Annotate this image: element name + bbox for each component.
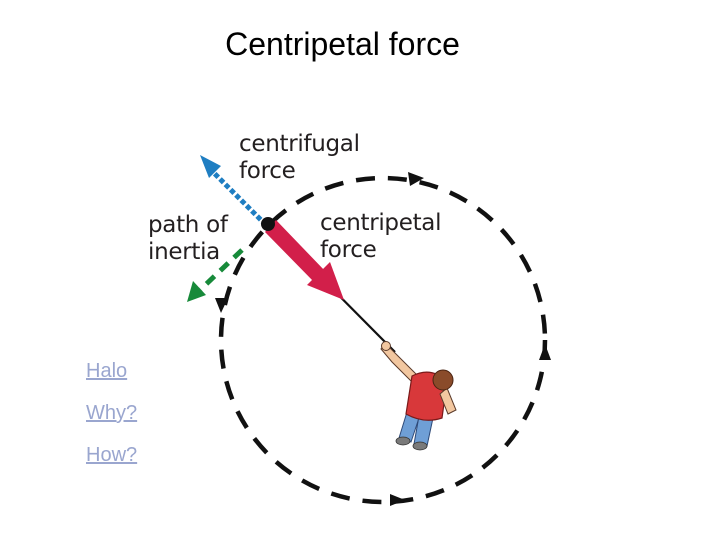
link-halo[interactable]: Halo	[86, 360, 128, 382]
page-title: Centripetal force	[225, 26, 460, 62]
centripetal-force-arrow	[265, 220, 344, 300]
path-direction-arrow-left	[215, 298, 228, 313]
inertia-label-line1: path of	[148, 212, 228, 238]
centripetal-force-label-line2: force	[320, 237, 377, 263]
link-how[interactable]: How?	[86, 444, 138, 466]
inertia-label-line2: inertia	[148, 239, 220, 265]
centrifugal-force-label-line2: force	[239, 158, 296, 184]
centrifugal-force-arrow	[200, 155, 268, 227]
centripetal-force-label-line1: centripetal	[320, 210, 442, 236]
ball	[261, 217, 275, 231]
inertia-arrow	[187, 248, 244, 302]
link-list: Halo Why? How?	[86, 360, 206, 486]
link-why[interactable]: Why?	[86, 402, 138, 424]
path-direction-arrow-right	[539, 344, 551, 360]
path-direction-arrow-bottom	[390, 494, 405, 506]
centrifugal-force-label-line1: centrifugal	[239, 131, 360, 157]
person-swinging-ball-icon	[380, 341, 457, 451]
circular-path	[218, 175, 548, 505]
path-direction-arrow-top	[408, 172, 424, 186]
